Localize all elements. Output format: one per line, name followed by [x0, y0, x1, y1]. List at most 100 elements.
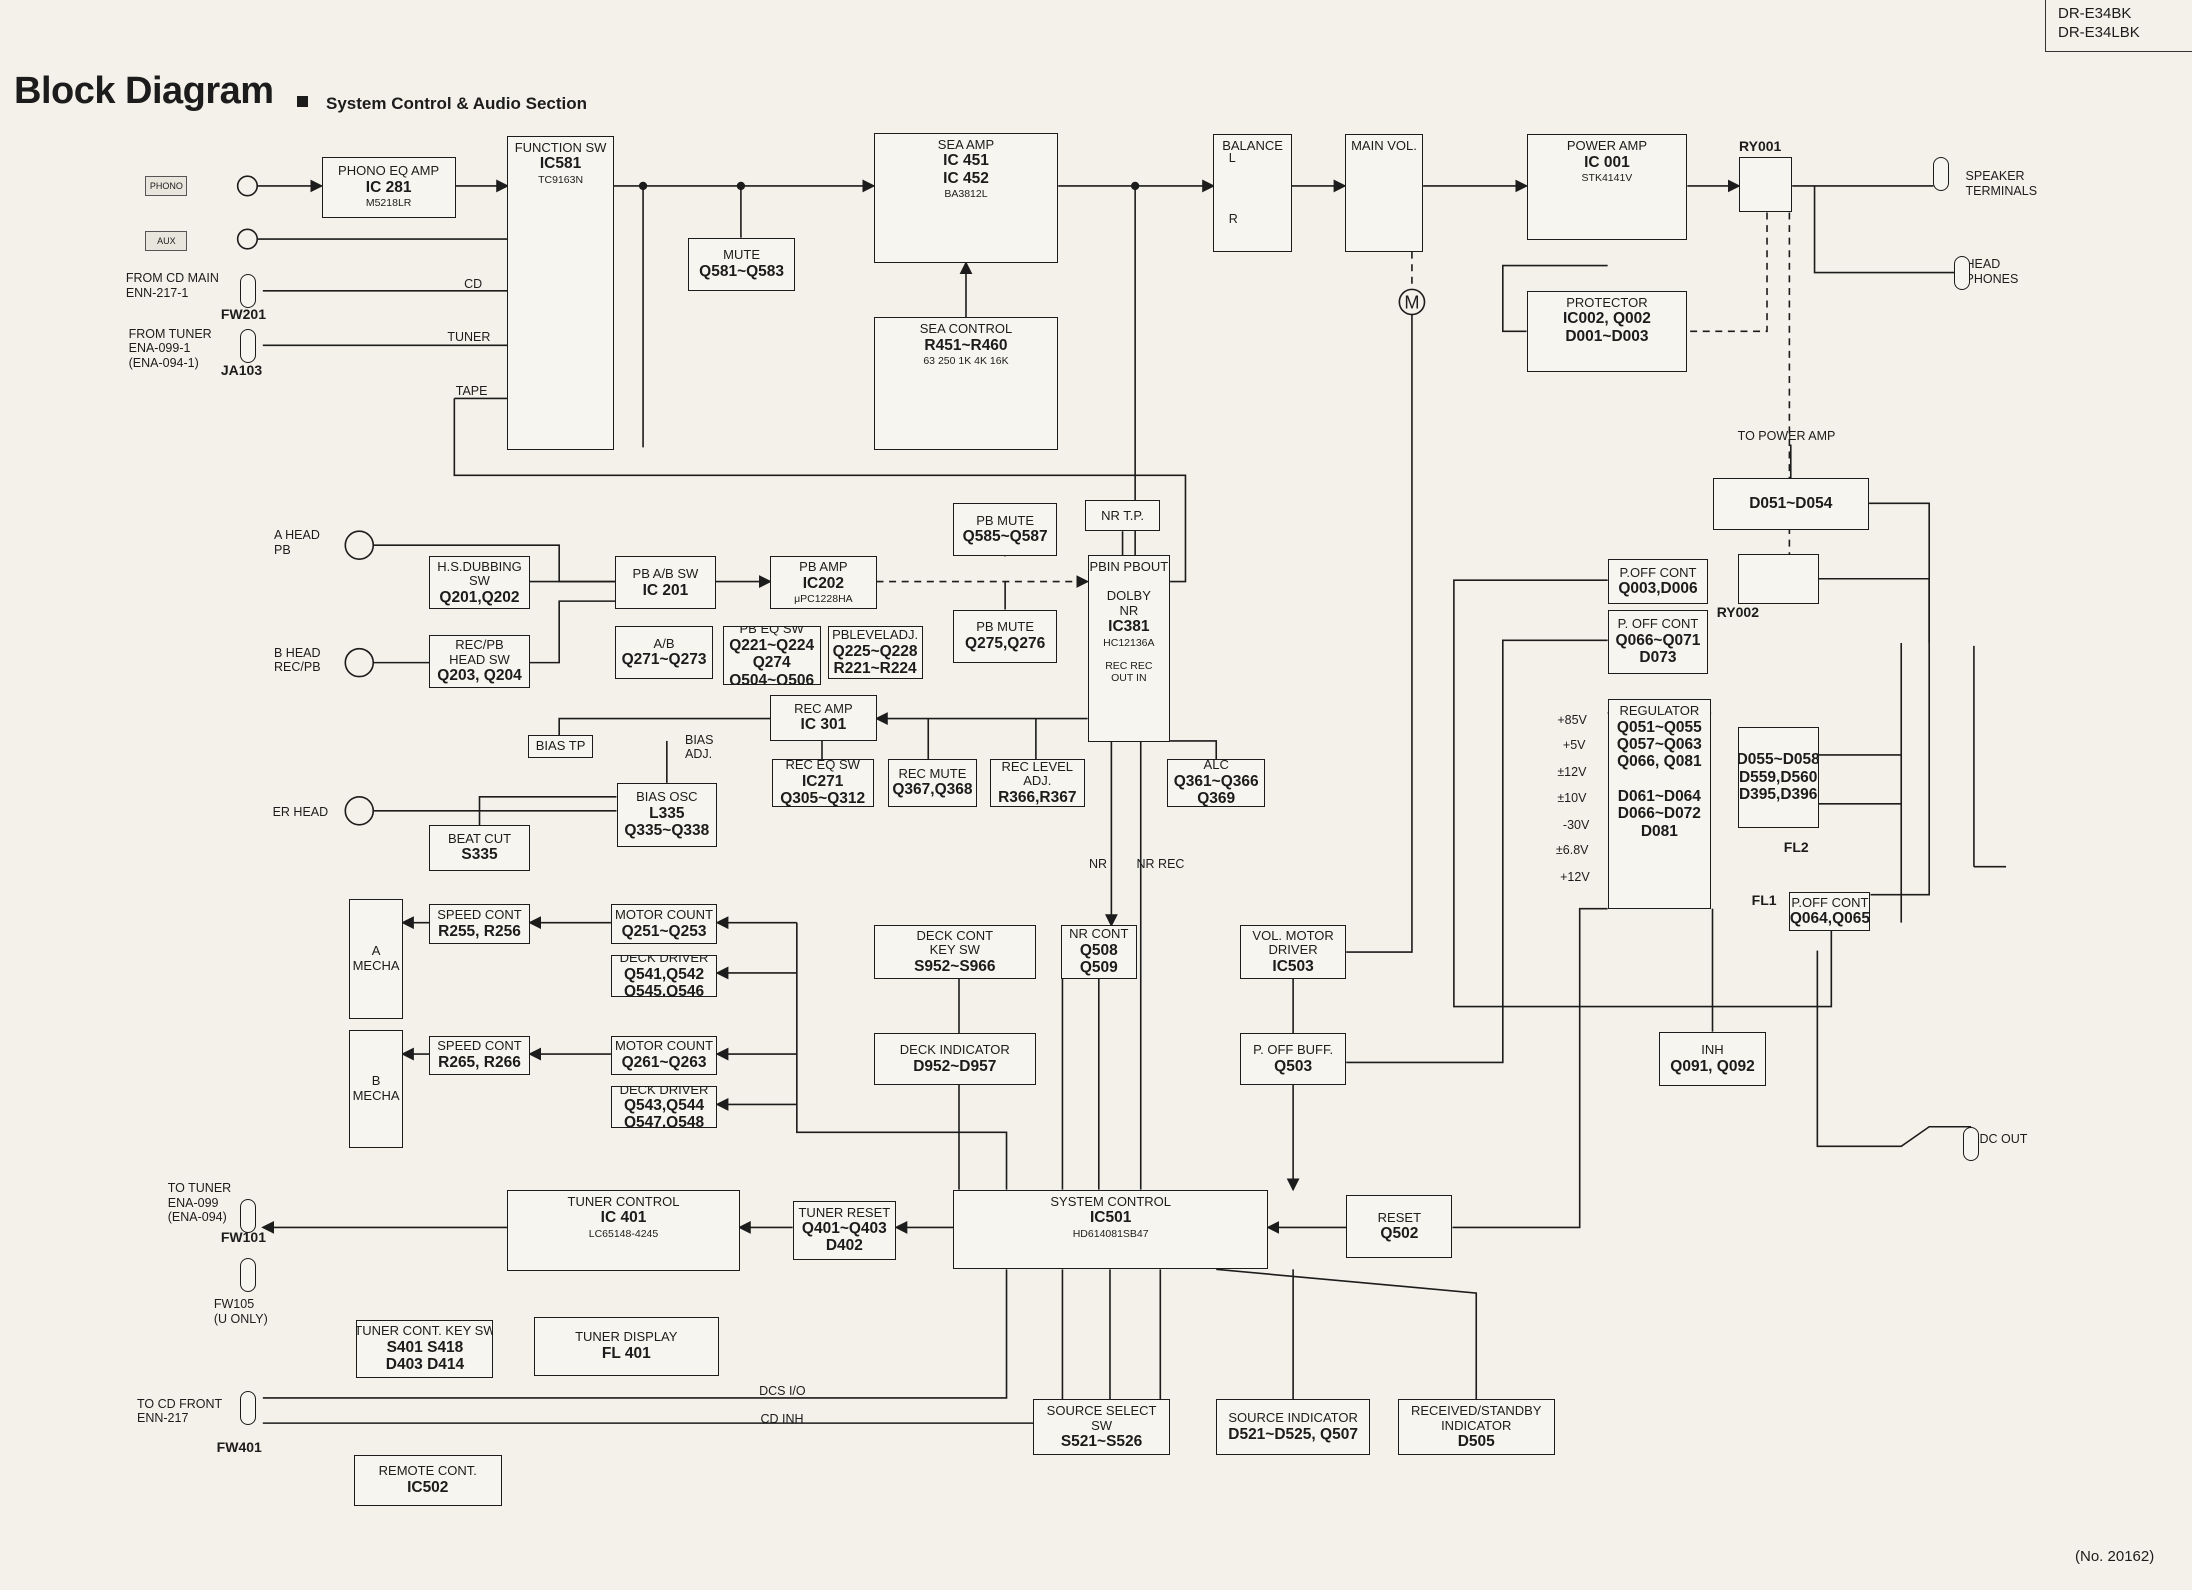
inh-title: INH — [1701, 1041, 1724, 1057]
wire — [1813, 185, 1955, 274]
p-off-cont-2-title: P. OFF CONT — [1617, 616, 1699, 632]
hs-dubbing-parts: Q201,Q202 — [439, 588, 520, 606]
connector-icon — [1954, 255, 1971, 290]
d051-d054-parts: D051~D054 — [1749, 495, 1833, 513]
balance-block: BALANCE — [1213, 134, 1292, 252]
v-85-label: +85V — [1557, 712, 1587, 727]
sig-tape-label: TAPE — [455, 384, 488, 399]
ry002-lbl-label: RY002 — [1716, 603, 1759, 620]
pb-amp-title: PB AMP — [799, 559, 848, 575]
p-off-cont-1-parts: Q003,D006 — [1618, 580, 1698, 598]
nr-rec-label: NR REC — [1136, 856, 1185, 871]
wire — [1453, 579, 1833, 1008]
alc-title: ALC — [1203, 759, 1229, 773]
ry001-lbl-label: RY001 — [1739, 138, 1782, 155]
system-control-subtitle: HD614081SB47 — [1072, 1227, 1149, 1240]
motor-count-b-title: MOTOR COUNT — [615, 1038, 714, 1054]
power-amp-subtitle: STK4141V — [1581, 172, 1633, 185]
tuner-control-subtitle: LC65148-4245 — [588, 1227, 659, 1240]
wire — [1502, 264, 1608, 333]
nr-tp-title: NR T.P. — [1101, 507, 1144, 523]
main-vol-block: MAIN VOL. — [1344, 134, 1424, 252]
model-line-1: DR-E34BK — [2058, 5, 2132, 22]
rca-jack-icon — [236, 175, 259, 197]
connector-icon — [240, 1258, 257, 1293]
ja103-label: JA103 — [220, 362, 263, 379]
v-10-label: ±10V — [1557, 791, 1587, 806]
remote-cont-block: REMOTE CONT.IC502 — [353, 1455, 502, 1506]
pb-mute-2-parts: Q275,Q276 — [965, 634, 1046, 652]
er-head-label: ER HEAD — [272, 805, 329, 820]
motor-count-b-parts: Q261~Q263 — [621, 1054, 707, 1072]
system-control-title: SYSTEM CONTROL — [1050, 1193, 1171, 1209]
source-indicator-parts: D521~D525, Q507 — [1228, 1425, 1358, 1443]
wire — [796, 922, 1008, 1190]
function-sw-parts: IC581 — [539, 155, 582, 173]
main-vol-title: MAIN VOL. — [1351, 138, 1417, 154]
inh-parts: Q091, Q092 — [1670, 1057, 1755, 1075]
fl2-label: FL2 — [1783, 838, 1809, 855]
rec-pb-head-sw-parts: Q203, Q204 — [437, 667, 522, 685]
tuner-reset-title: TUNER RESET — [798, 1204, 891, 1220]
bullet-square-icon — [297, 96, 308, 107]
pb-amp-subtitle: μPC1228HA — [794, 593, 853, 605]
beat-cut-parts: S335 — [461, 846, 498, 864]
reset-parts: Q502 — [1380, 1225, 1419, 1243]
sea-control-title: SEA CONTROL — [919, 321, 1013, 337]
dolby-nr-parts: IC381 — [1108, 618, 1150, 636]
dcs-io-label: DCS I/O — [759, 1383, 806, 1398]
regulator-title: REGULATOR — [1619, 702, 1700, 718]
pb-level-adj-title: PBLEVELADJ. — [832, 627, 919, 643]
protector-title: PROTECTOR — [1566, 294, 1648, 310]
sea-amp-title: SEA AMP — [937, 136, 995, 152]
pb-mute-2-title: PB MUTE — [976, 619, 1035, 635]
tuner-control-parts: IC 401 — [600, 1209, 647, 1227]
p-off-buff-parts: Q503 — [1274, 1057, 1313, 1075]
to-power-amp-label: TO POWER AMP — [1737, 429, 1836, 444]
sea-control-parts: R451~R460 — [924, 336, 1008, 354]
power-amp-title: POWER AMP — [1566, 138, 1648, 154]
ab-q271-title: A/B — [653, 635, 675, 651]
cd-inh-label: CD INH — [760, 1411, 804, 1426]
power-amp-parts: IC 001 — [1584, 153, 1630, 171]
function-sw-subtitle: TC9163N — [538, 173, 584, 186]
connector-icon — [1962, 1126, 1979, 1161]
v-12a-label: ±12V — [1557, 764, 1587, 779]
dc-out-label: DC OUT — [1979, 1132, 2028, 1147]
